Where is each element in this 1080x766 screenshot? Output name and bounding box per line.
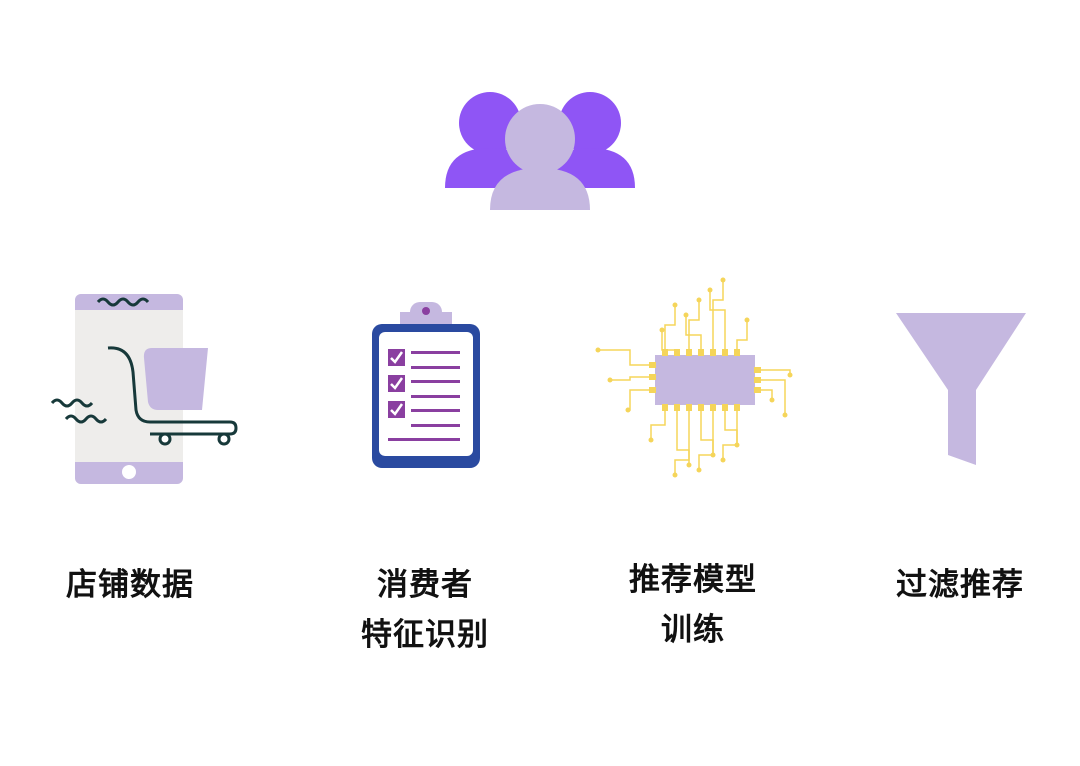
chip-pin [722, 404, 728, 411]
chip-trace-dot [696, 297, 702, 303]
chip-trace [685, 315, 702, 349]
chip-pin [662, 404, 668, 411]
funnel-icon [896, 313, 1026, 465]
chip-pin [710, 404, 716, 411]
chip-pin [754, 387, 761, 393]
chip-pin [734, 349, 740, 356]
chip-trace [688, 300, 700, 349]
chip-trace [628, 389, 649, 411]
chip-trace-dot [595, 347, 601, 353]
chip-pin [686, 404, 692, 411]
step-label-consumer-features: 消费者特征识别 [361, 567, 489, 653]
chip-pin [662, 349, 668, 356]
chip-trace-dot [782, 412, 788, 418]
chip-trace [724, 411, 738, 445]
chip-trace [676, 411, 690, 465]
chip-trace [722, 411, 738, 460]
chip-trace-dot [648, 437, 654, 443]
chip-trace [661, 330, 678, 351]
chip-trace-dot [686, 462, 692, 468]
chip-trace [650, 411, 666, 440]
chip-pin [649, 374, 656, 380]
chip-trace-dot [696, 467, 702, 473]
chip-trace-dot [672, 302, 678, 308]
chip-pin [754, 377, 761, 383]
chip-pin [710, 349, 716, 356]
chip-trace-dot [659, 327, 665, 333]
chip-trace-dot [707, 287, 713, 293]
phone-cart-icon [50, 294, 238, 484]
clipboard-checklist-icon [372, 302, 480, 468]
chip-pin [649, 362, 656, 368]
chip-trace-dot [625, 407, 631, 413]
chip-trace [664, 305, 676, 349]
step-label-store-data: 店铺数据 [66, 567, 194, 603]
chip-trace [761, 369, 791, 375]
chip-trace-dot [683, 312, 689, 318]
chip-trace-dot [787, 372, 793, 378]
step-label-filter-recommend: 过滤推荐 [896, 567, 1024, 603]
chip-trace [698, 411, 714, 470]
step-label-model-training: 推荐模型训练 [629, 562, 757, 648]
chip-trace-dot [607, 377, 613, 383]
chip-pin [722, 349, 728, 356]
chip-trace [712, 280, 724, 349]
chip-pin [649, 387, 656, 393]
chip-trace [700, 411, 714, 455]
chip-trace [598, 349, 649, 366]
chip-pin [698, 349, 704, 356]
chip-trace [610, 376, 649, 381]
users-group-icon [445, 92, 635, 210]
chip-pin [674, 404, 680, 411]
chip-trace [761, 379, 786, 415]
chip-pin [674, 349, 680, 356]
chip-pin [686, 349, 692, 356]
chip-pin [698, 404, 704, 411]
chip-trace-dot [744, 317, 750, 323]
chip-trace [736, 320, 748, 349]
chip-pin [754, 367, 761, 373]
chip-trace-dot [720, 277, 726, 283]
chip-trace-dot [769, 397, 775, 403]
chip-trace-dot [672, 472, 678, 478]
chip-pin [734, 404, 740, 411]
chip-trace [674, 411, 690, 475]
chip-trace-dot [720, 457, 726, 463]
chip-icon [595, 277, 793, 478]
chip-trace [761, 389, 773, 400]
chip-trace [709, 290, 726, 349]
